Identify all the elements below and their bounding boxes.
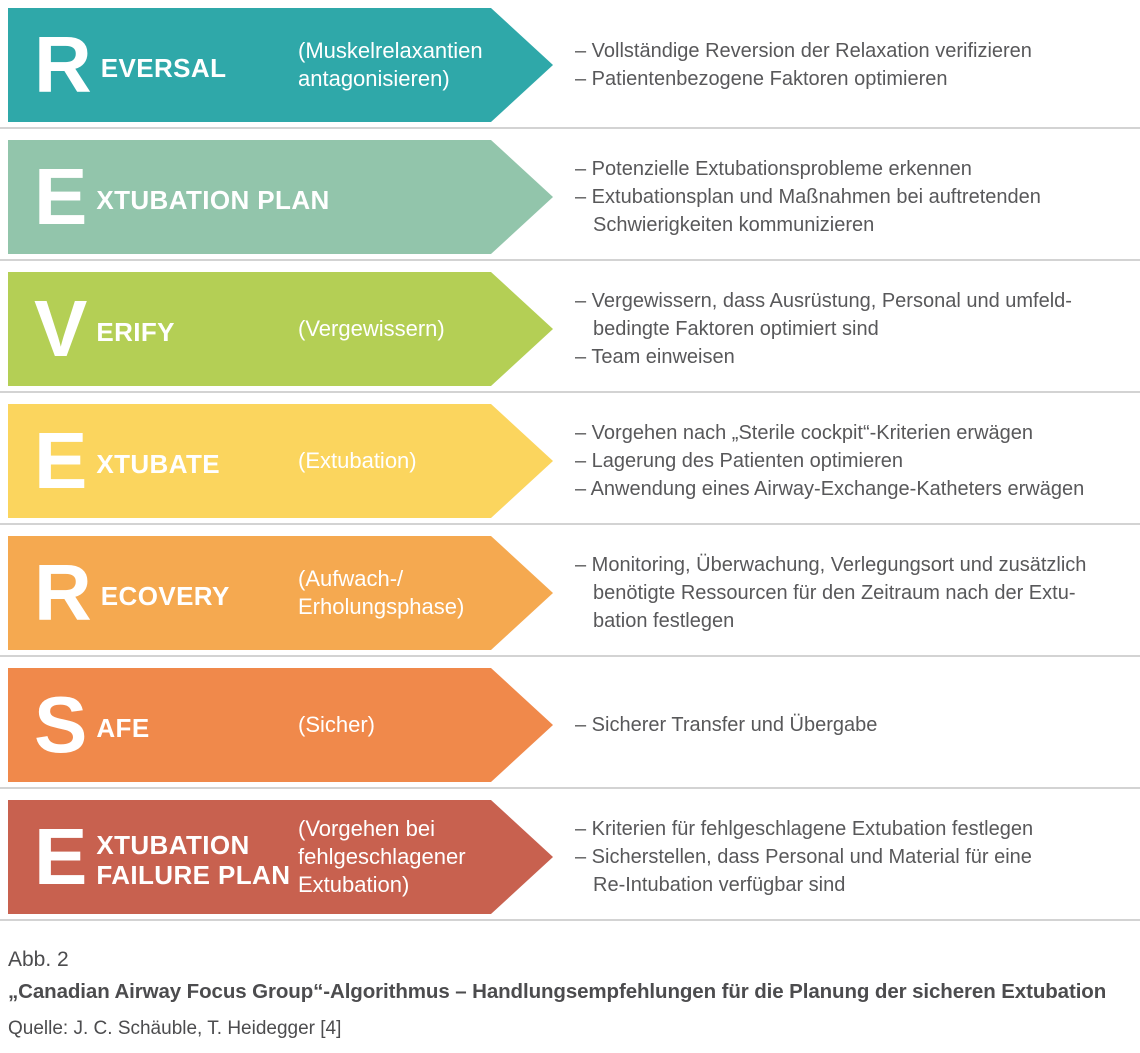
step-word: ECOVERY xyxy=(100,581,230,611)
arrow-extubation-plan: E XTUBATION PLAN xyxy=(8,140,553,254)
bullet-item: – Team einweisen xyxy=(575,346,735,368)
step-bullets: – Sicherer Transfer und Übergabe xyxy=(575,711,1135,739)
arrow-safe: S AFE (Sicher) xyxy=(8,668,553,782)
step-row-safe: S AFE (Sicher) – Sicherer Transfer und Ü… xyxy=(8,668,1140,782)
bullet-item: – Vollständige Reversion der Relaxation … xyxy=(575,40,1032,62)
step-letterword: E XTUBATION PLAN xyxy=(8,152,330,241)
arrow-reversal: R EVERSAL (Muskelrelaxantien antagonisie… xyxy=(8,8,553,122)
step-initial: E xyxy=(34,812,88,901)
step-row-recovery: R ECOVERY (Aufwach-/ Erholungsphase) – M… xyxy=(8,536,1140,650)
step-word: ERIFY xyxy=(96,317,175,347)
separator xyxy=(0,259,1140,261)
bullet-item: – Extubationsplan und Maßnahmen bei auft… xyxy=(575,186,1041,236)
step-letterword: R ECOVERY xyxy=(8,548,230,637)
step-bullets: – Vorgehen nach „Sterile cockpit“-Kriter… xyxy=(575,419,1135,503)
bullet-item: – Kriterien für fehlgeschlagene Extubati… xyxy=(575,818,1034,840)
step-translation: (Sicher) xyxy=(298,712,376,737)
step-letterword: E XTUBATION FAILURE PLAN xyxy=(8,812,291,901)
arrow-verify: V ERIFY (Vergewissern) xyxy=(8,272,553,386)
step-initial: R xyxy=(34,20,92,109)
separator xyxy=(0,391,1140,393)
figure-caption: Abb. 2 „Canadian Airway Focus Group“-Alg… xyxy=(8,947,1140,1041)
figure-label: Abb. 2 xyxy=(8,948,69,971)
bullet-item: – Sicherer Transfer und Übergabe xyxy=(575,714,878,736)
bullet-item: – Patientenbezogene Faktoren optimieren xyxy=(575,68,948,90)
step-initial: S xyxy=(34,680,88,769)
step-bullets: – Monitoring, Überwachung, Verlegungsort… xyxy=(575,551,1135,635)
figure-source: Quelle: J. C. Schäuble, T. Heidegger [4] xyxy=(8,1018,342,1039)
step-initial: E xyxy=(34,416,88,505)
bullet-item: – Anwendung eines Airway-Exchange-Kathet… xyxy=(575,478,1085,500)
step-letterword: R EVERSAL xyxy=(8,20,227,109)
step-bullets: – Kriterien für fehlgeschlagene Extubati… xyxy=(575,815,1135,899)
bullet-item: – Vorgehen nach „Sterile cockpit“-Kriter… xyxy=(575,422,1034,444)
step-bullets: – Vollständige Reversion der Relaxation … xyxy=(575,37,1135,93)
step-letterword: S AFE xyxy=(8,680,150,769)
separator xyxy=(0,523,1140,525)
step-word: AFE xyxy=(96,713,150,743)
step-letterword: V ERIFY xyxy=(8,284,175,373)
bullet-item: – Vergewissern, dass Ausrüstung, Persona… xyxy=(575,290,1072,340)
separator xyxy=(0,127,1140,129)
step-translation: (Vergewissern) xyxy=(298,316,445,341)
step-row-extubate: E XTUBATE (Extubation) – Vorgehen nach „… xyxy=(8,404,1140,518)
separator xyxy=(0,787,1140,789)
step-translation: (Extubation) xyxy=(298,448,417,473)
step-initial: E xyxy=(34,152,88,241)
arrow-extubate: E XTUBATE (Extubation) xyxy=(8,404,553,518)
separator xyxy=(0,919,1140,921)
step-translation: (Vorgehen bei fehlgeschlagener Extubatio… xyxy=(298,816,466,897)
figure-title: „Canadian Airway Focus Group“-Algorithmu… xyxy=(8,980,1107,1003)
step-initial: R xyxy=(34,548,92,637)
step-row-reversal: R EVERSAL (Muskelrelaxantien antagonisie… xyxy=(8,8,1140,122)
arrow-recovery: R ECOVERY (Aufwach-/ Erholungsphase) xyxy=(8,536,553,650)
step-letterword: E XTUBATE xyxy=(8,416,221,505)
bullet-item: – Monitoring, Überwachung, Verlegungsort… xyxy=(575,554,1087,632)
bullet-item: – Lagerung des Patienten optimieren xyxy=(575,450,904,472)
step-row-extubation-failure-plan: E XTUBATION FAILURE PLAN (Vorgehen bei f… xyxy=(8,800,1140,914)
step-translation: (Muskelrelaxantien antagonisieren) xyxy=(298,38,483,91)
step-bullets: – Potenzielle Extubationsprobleme erkenn… xyxy=(575,155,1135,239)
step-word: XTUBATION FAILURE PLAN xyxy=(96,830,291,890)
arrow-extubation-failure-plan: E XTUBATION FAILURE PLAN (Vorgehen bei f… xyxy=(8,800,553,914)
step-word: EVERSAL xyxy=(100,53,227,83)
bullet-item: – Sicherstellen, dass Personal und Mater… xyxy=(575,846,1032,896)
separator xyxy=(0,655,1140,657)
step-word: XTUBATION PLAN xyxy=(96,185,330,215)
step-row-extubation-plan: E XTUBATION PLAN – Potenzielle Extubatio… xyxy=(8,140,1140,254)
step-row-verify: V ERIFY (Vergewissern) – Vergewissern, d… xyxy=(8,272,1140,386)
step-word: XTUBATE xyxy=(96,449,221,479)
step-initial: V xyxy=(34,284,88,373)
step-bullets: – Vergewissern, dass Ausrüstung, Persona… xyxy=(575,287,1135,371)
step-translation: (Aufwach-/ Erholungsphase) xyxy=(298,566,465,619)
bullet-item: – Potenzielle Extubationsprobleme erkenn… xyxy=(575,158,972,180)
